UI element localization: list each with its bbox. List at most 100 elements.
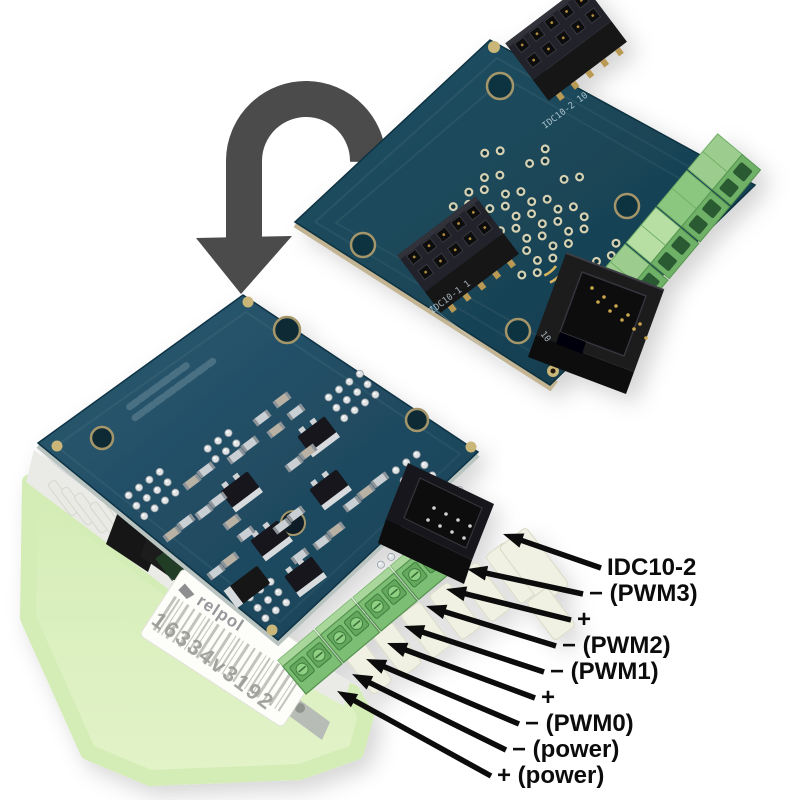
pcb-on-socket-view: relpol 16334v3192 xyxy=(20,294,575,786)
callout-arrow-line xyxy=(416,627,545,675)
smd-chip xyxy=(286,456,302,472)
idc-pin xyxy=(462,536,466,540)
solder-glint xyxy=(273,608,276,611)
mount-hole xyxy=(272,315,302,345)
pcb-top-view: IDC10-2 10 IDC10-1 1 10 xyxy=(293,0,762,394)
smd-end xyxy=(236,534,244,543)
smd-tab xyxy=(296,572,328,598)
corner-pad xyxy=(488,41,500,53)
screw-slot xyxy=(315,651,323,659)
smd-chip xyxy=(314,534,330,550)
smd-end xyxy=(206,572,214,581)
solder-bump xyxy=(355,369,364,378)
barcode-line xyxy=(247,657,271,693)
smd-chip xyxy=(288,404,304,420)
pad xyxy=(611,238,621,248)
mount-hole xyxy=(404,407,430,433)
corner-pad xyxy=(465,441,477,453)
solder-bump xyxy=(224,428,233,437)
idc-pin xyxy=(626,313,630,317)
etched-text-marks xyxy=(126,357,217,422)
smd-end xyxy=(194,512,202,521)
solder-bump xyxy=(391,466,400,475)
smd-end xyxy=(240,444,248,453)
pad xyxy=(540,156,550,166)
smd-end xyxy=(176,522,184,531)
idc-pin xyxy=(632,327,636,331)
solder-bump xyxy=(153,486,162,495)
corner-pad xyxy=(242,296,254,308)
header-contact xyxy=(561,36,565,40)
header-rim xyxy=(397,196,479,260)
smd-end xyxy=(188,513,196,522)
barcode-line xyxy=(202,627,226,663)
smd-end xyxy=(206,503,214,512)
smd-end xyxy=(248,525,256,534)
pad xyxy=(522,233,532,243)
smd-chip xyxy=(210,492,226,508)
pad xyxy=(516,187,526,197)
terminal-seam xyxy=(702,151,728,173)
pad xyxy=(542,194,552,204)
smd-end xyxy=(284,464,292,473)
solder-glint xyxy=(213,456,216,460)
smd-leg xyxy=(298,426,306,434)
header-contact xyxy=(535,32,539,36)
solder-glint xyxy=(326,395,329,398)
silkscreen-bracket xyxy=(429,305,511,369)
smd-transistor xyxy=(310,469,350,509)
smd-leg xyxy=(309,417,318,426)
rail-hole xyxy=(295,703,305,713)
pad xyxy=(500,189,510,199)
pad xyxy=(511,211,521,221)
solder-glint xyxy=(234,441,237,444)
pad xyxy=(568,202,578,212)
pad xyxy=(522,245,532,255)
barcode-line xyxy=(208,631,233,667)
callout-arrow-head xyxy=(426,604,448,620)
solder-bump xyxy=(420,460,429,469)
idc-box-header-top-board xyxy=(528,252,665,394)
socket-finger xyxy=(401,602,451,658)
trace-ring xyxy=(54,310,462,624)
header-contact xyxy=(483,226,487,229)
smd-end xyxy=(238,447,246,456)
header-contact xyxy=(468,237,472,241)
solder-bump xyxy=(350,406,359,415)
smd-chip xyxy=(198,462,214,478)
solder-glint xyxy=(215,438,219,441)
idc10-2-connector xyxy=(378,463,494,584)
smd-tab xyxy=(232,487,264,513)
solder-bump xyxy=(171,488,180,497)
solder-glint xyxy=(134,503,137,506)
callout-arrow-head xyxy=(503,533,525,548)
pcb-top-outline xyxy=(293,39,757,386)
barcode-line xyxy=(255,662,281,699)
solder-glint xyxy=(342,416,345,419)
solder-glint xyxy=(155,487,158,491)
smd-chip xyxy=(292,548,308,564)
idc-pin xyxy=(596,300,600,304)
flip-arrow-head xyxy=(196,236,292,294)
header-contact xyxy=(520,43,524,47)
barcode-line xyxy=(161,601,184,636)
pinout-callouts: IDC10-2− (PWM3)+− (PWM2)− (PWM1)+− (PWM0… xyxy=(337,533,698,789)
solder-glint xyxy=(255,605,258,608)
solder-bump xyxy=(332,403,341,412)
pad xyxy=(606,251,616,261)
smd-leg xyxy=(221,481,229,489)
terminal-seam xyxy=(671,187,697,210)
smd-end xyxy=(220,491,228,500)
idc-pin xyxy=(456,518,460,522)
mount-hole xyxy=(504,317,532,345)
idc-cavity xyxy=(403,477,483,549)
header-contact xyxy=(591,14,595,17)
barcode-line xyxy=(217,637,241,673)
corner-pad-hole xyxy=(550,368,556,374)
idc-box-key-notch xyxy=(556,332,586,354)
solder-glint xyxy=(284,600,287,603)
pad xyxy=(548,241,558,251)
header-pin xyxy=(477,281,487,291)
